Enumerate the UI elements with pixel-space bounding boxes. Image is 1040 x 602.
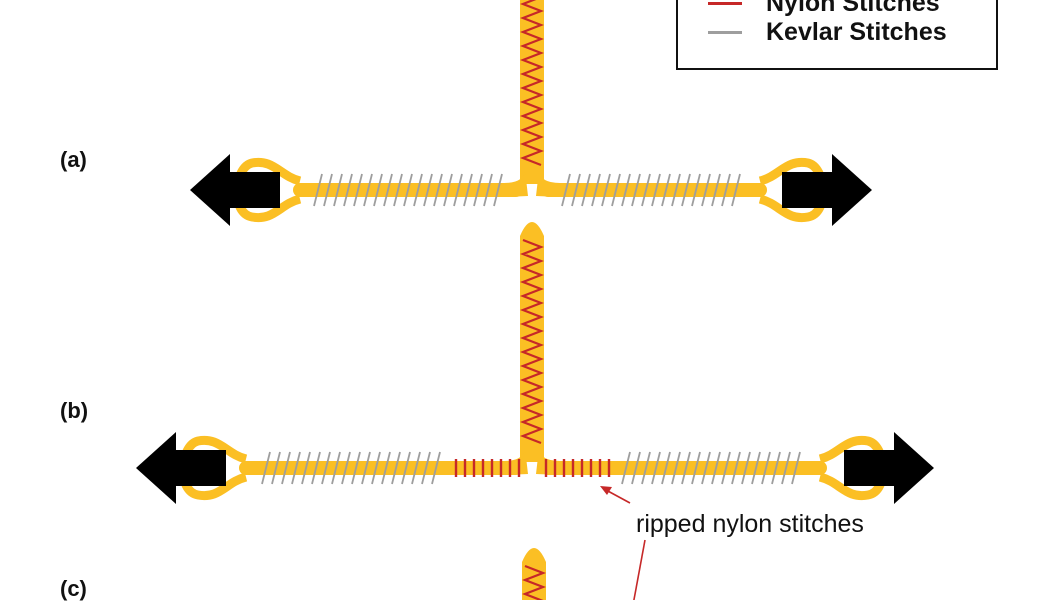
left-kevlar-stitches xyxy=(373,173,383,207)
right-kevlar-stitches xyxy=(611,173,621,207)
right-kevlar-stitches xyxy=(691,173,701,207)
right-kevlar-stitches xyxy=(621,451,631,485)
left-kevlar-stitches xyxy=(483,173,493,207)
panel-a-strap-assembly xyxy=(190,0,872,226)
left-kevlar-stitches xyxy=(363,173,373,207)
left-kevlar-stitches xyxy=(433,173,443,207)
left-kevlar-stitches xyxy=(473,173,483,207)
left-kevlar-stitches xyxy=(383,173,393,207)
left-kevlar-stitches xyxy=(443,173,453,207)
right-kevlar-stitches xyxy=(651,451,661,485)
right-kevlar-stitches xyxy=(671,451,681,485)
right-kevlar-stitches xyxy=(581,173,591,207)
left-kevlar-stitches xyxy=(291,451,301,485)
left-kevlar-stitches xyxy=(403,173,413,207)
left-kevlar-stitches xyxy=(301,451,311,485)
stem-nylon-zigzag xyxy=(519,238,545,445)
left-kevlar-stitches xyxy=(421,451,431,485)
right-pull-arrow xyxy=(782,154,872,226)
legend-item-kevlar: Kevlar Stitches xyxy=(708,18,947,46)
left-pull-arrow xyxy=(136,432,226,504)
left-kevlar-stitches xyxy=(493,173,503,207)
left-kevlar-stitches xyxy=(351,451,361,485)
left-kevlar-stitches xyxy=(353,173,363,207)
left-kevlar-stitches xyxy=(281,451,291,485)
left-kevlar-stitches xyxy=(313,173,323,207)
left-kevlar-stitches xyxy=(423,173,433,207)
right-kevlar-stitches xyxy=(761,451,771,485)
panel-label-b: (b) xyxy=(60,398,89,423)
left-kevlar-stitches xyxy=(321,451,331,485)
right-kevlar-stitches xyxy=(561,173,571,207)
legend-swatch-kevlar xyxy=(708,30,742,34)
left-kevlar-stitches xyxy=(331,451,341,485)
left-kevlar-stitches xyxy=(381,451,391,485)
right-kevlar-stitches xyxy=(701,451,711,485)
legend-item-nylon: Nylon Stitches xyxy=(708,0,940,17)
right-kevlar-stitches xyxy=(671,173,681,207)
stem-nylon-zigzag xyxy=(519,0,545,167)
left-kevlar-stitches xyxy=(463,173,473,207)
panel-c-strap-assembly xyxy=(521,548,547,600)
right-kevlar-stitches xyxy=(661,451,671,485)
left-kevlar-stitches xyxy=(413,173,423,207)
left-kevlar-stitches xyxy=(333,173,343,207)
right-kevlar-stitches xyxy=(641,173,651,207)
right-kevlar-stitches xyxy=(741,451,751,485)
right-kevlar-stitches xyxy=(711,451,721,485)
pointer-line-lower xyxy=(633,539,646,600)
right-kevlar-stitches xyxy=(701,173,711,207)
right-kevlar-stitches xyxy=(631,451,641,485)
left-kevlar-stitches xyxy=(361,451,371,485)
panel-b-strap-assembly xyxy=(136,222,934,504)
panel-label-a: (a) xyxy=(60,147,87,172)
right-kevlar-stitches xyxy=(721,173,731,207)
left-kevlar-stitches xyxy=(323,173,333,207)
right-kevlar-stitches xyxy=(731,173,741,207)
left-kevlar-stitches xyxy=(271,451,281,485)
left-kevlar-stitches xyxy=(391,451,401,485)
right-kevlar-stitches xyxy=(661,173,671,207)
stem-nylon-zigzag xyxy=(521,564,547,600)
left-kevlar-stitches xyxy=(453,173,463,207)
right-kevlar-stitches xyxy=(721,451,731,485)
right-kevlar-stitches xyxy=(621,173,631,207)
right-kevlar-stitches xyxy=(591,173,601,207)
pointer-arrowhead xyxy=(600,486,612,495)
left-kevlar-stitches xyxy=(311,451,321,485)
legend-box: Nylon Stitches Kevlar Stitches xyxy=(676,0,998,70)
legend-label-nylon: Nylon Stitches xyxy=(766,0,940,17)
right-kevlar-stitches xyxy=(711,173,721,207)
right-kevlar-stitches xyxy=(691,451,701,485)
right-kevlar-stitches xyxy=(771,451,781,485)
annotation-pointer-lines xyxy=(600,486,646,600)
right-kevlar-stitches xyxy=(651,173,661,207)
right-pull-arrow xyxy=(844,432,934,504)
right-kevlar-stitches xyxy=(601,173,611,207)
right-kevlar-stitches xyxy=(571,173,581,207)
right-kevlar-stitches xyxy=(781,451,791,485)
left-kevlar-stitches xyxy=(393,173,403,207)
right-kevlar-stitches xyxy=(751,451,761,485)
left-kevlar-stitches xyxy=(411,451,421,485)
right-kevlar-stitches xyxy=(731,451,741,485)
right-kevlar-stitches xyxy=(641,451,651,485)
left-kevlar-stitches xyxy=(341,451,351,485)
left-kevlar-stitches xyxy=(401,451,411,485)
legend-swatch-nylon xyxy=(708,1,742,5)
left-kevlar-stitches xyxy=(371,451,381,485)
pointer-line-upper xyxy=(605,489,631,504)
right-kevlar-stitches xyxy=(681,173,691,207)
left-kevlar-stitches xyxy=(343,173,353,207)
right-kevlar-stitches xyxy=(791,451,801,485)
panel-label-c: (c) xyxy=(60,576,87,601)
legend-label-kevlar: Kevlar Stitches xyxy=(766,17,947,46)
left-kevlar-stitches xyxy=(431,451,441,485)
left-pull-arrow xyxy=(190,154,280,226)
annotation-ripped-nylon-stitches: ripped nylon stitches xyxy=(636,510,864,538)
left-kevlar-stitches xyxy=(261,451,271,485)
right-kevlar-stitches xyxy=(631,173,641,207)
right-kevlar-stitches xyxy=(681,451,691,485)
